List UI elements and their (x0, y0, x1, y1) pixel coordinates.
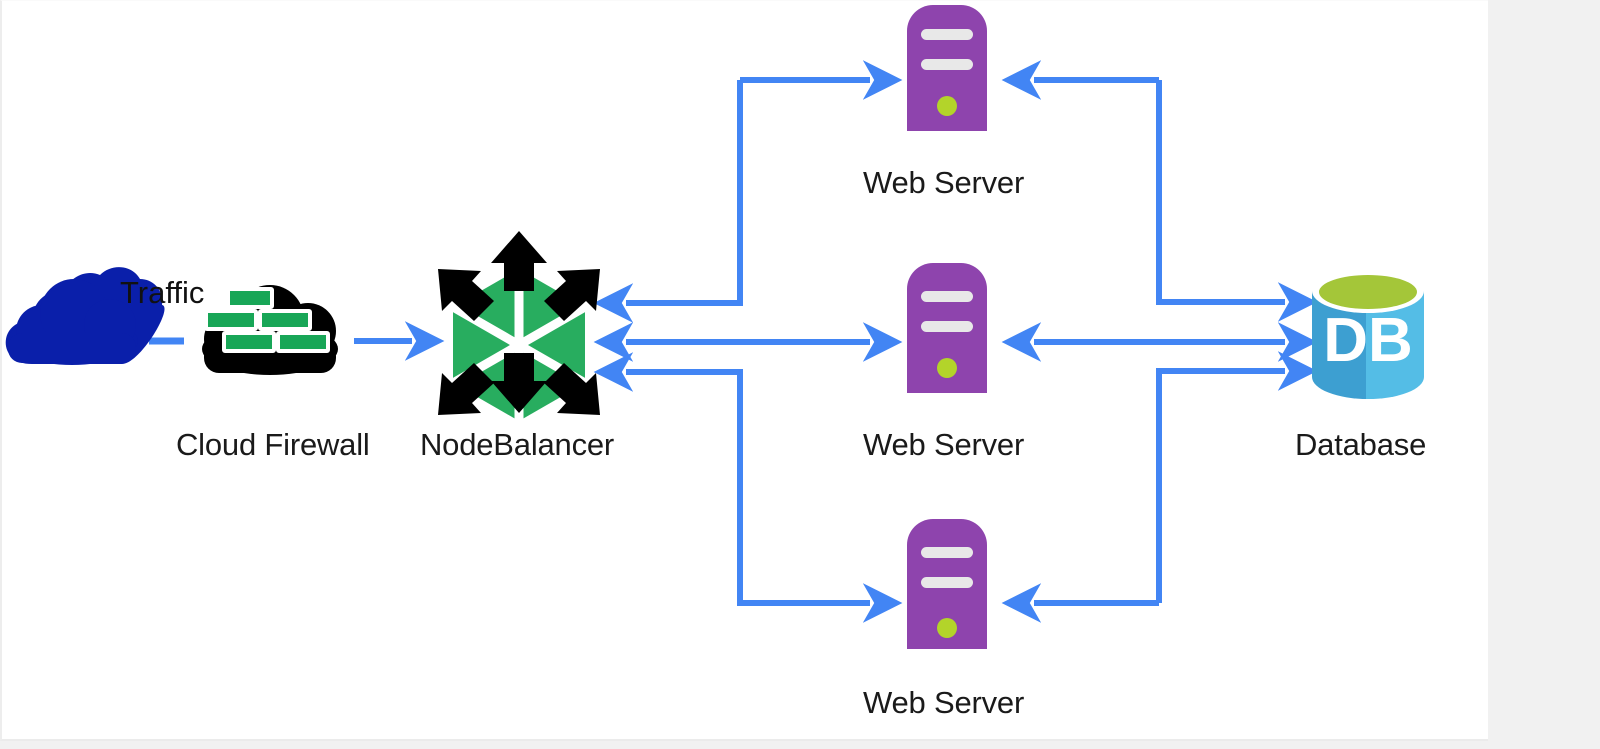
database-label: Database (1295, 427, 1427, 462)
nodebalancer-hexagon-icon (438, 231, 600, 426)
database-cylinder-icon: DB (1312, 269, 1424, 399)
firewall-brick-wall (204, 287, 330, 353)
server-tower-icon-1 (907, 5, 987, 131)
architecture-diagram: DB (5, 5, 1424, 649)
nodebalancer-label: NodeBalancer (420, 427, 615, 462)
connector-nodebalancer-to-webserver-3 (626, 369, 903, 623)
diagram-canvas: DB Traffic Cloud Firewall NodeBalancer W… (0, 0, 1488, 741)
web-server-1-label: Web Server (863, 165, 1025, 200)
database-db-text: DB (1323, 306, 1413, 375)
server-tower-icon-3 (907, 519, 987, 649)
web-server-3-label: Web Server (863, 685, 1025, 720)
connector-layer (149, 60, 1318, 623)
cloud-firewall-label: Cloud Firewall (176, 427, 370, 462)
server-tower-icon-2 (907, 263, 987, 393)
cloud-icon (5, 267, 165, 365)
connector-webserver-1-to-database (1156, 80, 1318, 322)
firewall-cloud-icon (202, 285, 338, 375)
web-server-2-label: Web Server (863, 427, 1025, 462)
traffic-label: Traffic (120, 275, 205, 310)
connector-webserver-3-to-database (1156, 351, 1318, 603)
connector-webserver-1-to-nodebalancer (593, 80, 743, 323)
